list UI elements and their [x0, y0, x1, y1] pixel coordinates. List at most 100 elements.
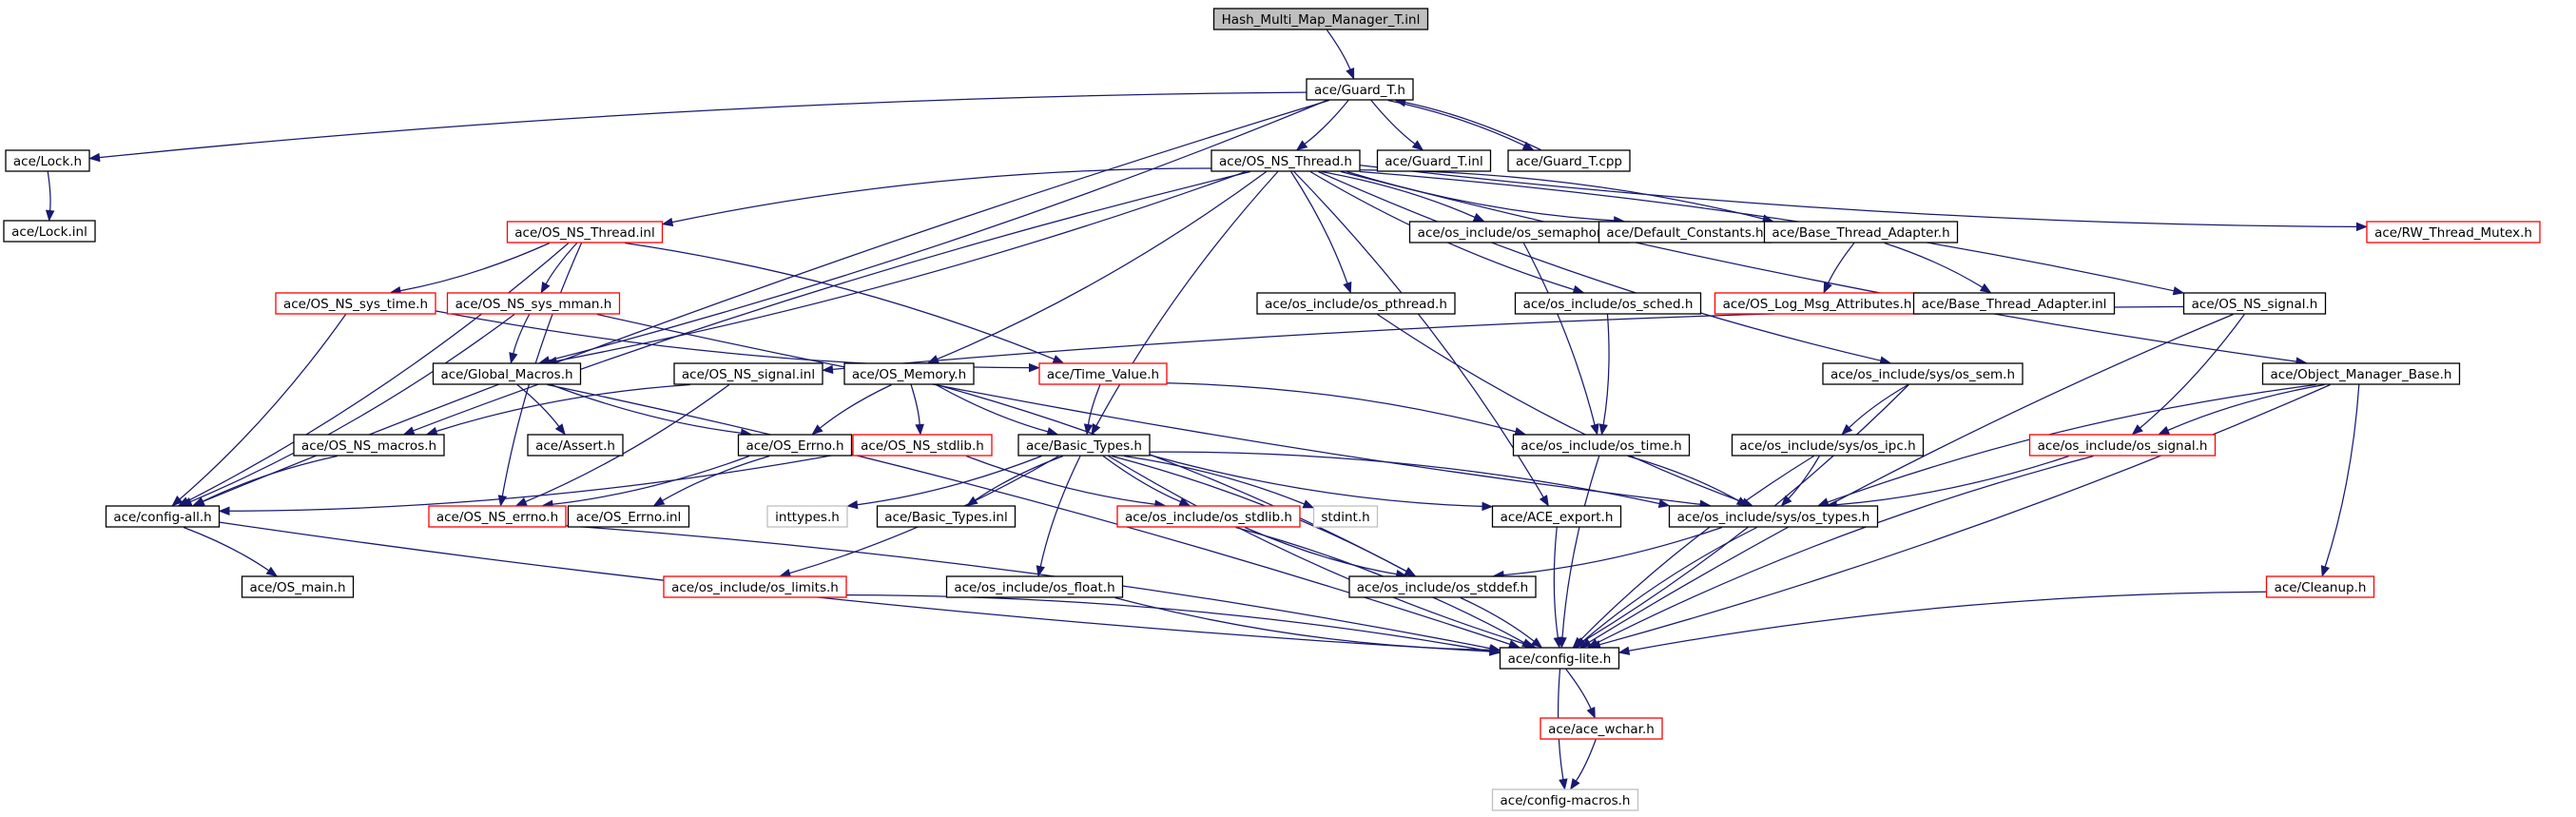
node-default-constants-h[interactable]: ace/Default_Constants.h — [1598, 221, 1772, 243]
edge-root-to-guard-t-h — [1326, 29, 1355, 80]
node-os-sem-h[interactable]: ace/os_include/sys/os_sem.h — [1822, 362, 2024, 385]
node-global-macros-h[interactable]: ace/Global_Macros.h — [432, 362, 582, 385]
node-base-thread-adapter-h[interactable]: ace/Base_Thread_Adapter.h — [1763, 221, 1959, 243]
node-os-errno-inl[interactable]: ace/OS_Errno.inl — [567, 505, 690, 528]
edge-time-value-h-to-os-time-h — [1167, 382, 1526, 437]
node-os-ns-errno-h[interactable]: ace/OS_NS_errno.h — [428, 505, 567, 528]
node-os-ns-sys-time-h[interactable]: ace/OS_NS_sys_time.h — [275, 292, 436, 315]
edge-os-ns-thread-h-to-basic-types-h — [1091, 171, 1279, 436]
node-os-float-h[interactable]: ace/os_include/os_float.h — [945, 575, 1124, 598]
node-rw-thread-mutex-h[interactable]: ace/RW_Thread_Mutex.h — [2366, 221, 2541, 243]
node-base-thread-adapter-inl[interactable]: ace/Base_Thread_Adapter.inl — [1912, 292, 2116, 315]
node-object-manager-base-h[interactable]: ace/Object_Manager_Base.h — [2261, 362, 2461, 385]
edge-line — [1321, 170, 1476, 219]
node-label: ace/OS_NS_stdlib.h — [861, 438, 984, 454]
edge-arrowhead — [1575, 637, 1587, 649]
edge-os-ns-sys-mman-h-to-os-types-h — [596, 313, 1712, 509]
node-stdint-h[interactable]: stdint.h — [1312, 505, 1379, 528]
node-time-value-h[interactable]: ace/Time_Value.h — [1038, 362, 1168, 385]
node-lock-h[interactable]: ace/Lock.h — [5, 149, 90, 172]
node-label: ace/os_include/os_stddef.h — [1357, 580, 1528, 595]
edge-arrowhead — [1617, 646, 1631, 655]
node-guard-t-h[interactable]: ace/Guard_T.h — [1306, 78, 1414, 101]
node-assert-h[interactable]: ace/Assert.h — [527, 434, 624, 457]
node-box — [241, 575, 355, 598]
node-basic-types-inl[interactable]: ace/Basic_Types.inl — [876, 505, 1017, 528]
edge-arrowhead — [1598, 423, 1608, 436]
node-label: ace/ace_wchar.h — [1548, 722, 1655, 737]
edge-os-ns-thread-inl-to-os-ns-sys-time-h — [389, 242, 551, 296]
node-os-log-msg-attributes-h[interactable]: ace/OS_Log_Msg_Attributes.h — [1714, 292, 1921, 315]
edge-line — [1884, 242, 1984, 288]
node-os-errno-h[interactable]: ace/OS_Errno.h — [737, 434, 853, 457]
node-box — [1348, 575, 1537, 598]
node-os-ns-macros-h[interactable]: ace/OS_NS_macros.h — [293, 434, 445, 457]
edge-guard-t-h-to-os-ns-thread-h — [1295, 100, 1349, 151]
node-os-pthread-h[interactable]: ace/os_include/os_pthread.h — [1256, 292, 1456, 315]
node-label: ace/Lock.inl — [11, 224, 87, 240]
edge-arrowhead — [1530, 637, 1543, 649]
node-os-stddef-h[interactable]: ace/os_include/os_stddef.h — [1348, 575, 1537, 598]
node-box — [1017, 434, 1151, 457]
edge-os-pthread-h-to-os-types-h — [1377, 313, 1753, 507]
node-config-all-h[interactable]: ace/config-all.h — [105, 505, 221, 528]
node-os-sched-h[interactable]: ace/os_include/os_sched.h — [1514, 292, 1702, 315]
edge-line — [1304, 100, 1349, 145]
edge-os-ns-sys-mman-h-to-global-macros-h — [509, 314, 531, 364]
edge-arrowhead — [927, 355, 939, 364]
node-lock-inl[interactable]: ace/Lock.inl — [3, 220, 96, 243]
edge-os-ns-thread-h-to-os-memory-h — [927, 170, 1268, 364]
node-config-lite-h[interactable]: ace/config-lite.h — [1499, 647, 1620, 670]
node-ace-export-h[interactable]: ace/ACE_export.h — [1491, 505, 1622, 528]
node-config-macros-h[interactable]: ace/config-macros.h — [1491, 788, 1639, 811]
node-os-ns-signal-h[interactable]: ace/OS_NS_signal.h — [2182, 292, 2327, 315]
node-cleanup-h[interactable]: ace/Cleanup.h — [2265, 575, 2375, 598]
edge-arrowhead — [1411, 140, 1424, 151]
node-os-semaphore-h[interactable]: ace/os_include/os_semaphore.h — [1408, 221, 1631, 243]
node-basic-types-h[interactable]: ace/Basic_Types.h — [1017, 434, 1151, 457]
edge-os-memory-h-to-os-ns-stdlib-h — [910, 384, 924, 436]
node-ace-wchar-h[interactable]: ace/ace_wchar.h — [1540, 717, 1663, 740]
edge-arrowhead — [218, 506, 230, 516]
edge-os-types-h-to-os-stddef-h — [1492, 526, 1723, 580]
node-os-memory-h[interactable]: ace/OS_Memory.h — [843, 362, 975, 385]
node-os-ns-thread-inl[interactable]: ace/OS_NS_Thread.inl — [506, 221, 664, 243]
edge-line — [937, 170, 1268, 360]
node-os-limits-h[interactable]: ace/os_include/os_limits.h — [663, 575, 847, 598]
node-label: ace/os_include/sys/os_types.h — [1677, 510, 1870, 525]
edge-arrowhead — [1036, 565, 1045, 577]
edge-os-ns-sys-time-h-to-config-all-h — [171, 314, 347, 507]
edge-arrowhead — [1083, 423, 1094, 436]
node-os-signal-h[interactable]: ace/os_include/os_signal.h — [2028, 434, 2217, 457]
node-os-ns-stdlib-h[interactable]: ace/OS_NS_stdlib.h — [852, 434, 993, 457]
edge-line — [1095, 171, 1279, 426]
node-os-ns-sys-mman-h[interactable]: ace/OS_NS_sys_mman.h — [446, 292, 621, 315]
edge-line — [1340, 170, 2297, 362]
node-guard-t-inl[interactable]: ace/Guard_T.inl — [1376, 149, 1492, 172]
edge-line — [1290, 171, 1348, 284]
node-label: ace/Guard_T.cpp — [1516, 154, 1622, 169]
edge-line — [1377, 313, 1744, 503]
edge-global-macros-h-to-config-lite-h — [547, 383, 1520, 649]
edge-line — [965, 455, 1155, 505]
node-guard-t-cpp[interactable]: ace/Guard_T.cpp — [1507, 149, 1631, 172]
edge-arrowhead — [497, 495, 508, 507]
edge-os-ns-thread-h-to-os-ns-signal-h — [1360, 170, 2185, 296]
edge-os-types-h-to-config-lite-h — [1575, 526, 1757, 649]
node-os-ipc-h[interactable]: ace/os_include/sys/os_ipc.h — [1731, 434, 1925, 457]
node-label: inttypes.h — [775, 510, 840, 525]
edge-os-ns-thread-h-to-rw-thread-mutex-h — [1360, 165, 2368, 232]
node-box — [1540, 717, 1663, 740]
node-box — [737, 434, 853, 457]
node-os-stdlib-h[interactable]: ace/os_include/os_stdlib.h — [1116, 505, 1301, 528]
node-os-time-h[interactable]: ace/os_include/os_time.h — [1512, 434, 1691, 457]
node-os-types-h[interactable]: ace/os_include/sys/os_types.h — [1668, 505, 1879, 528]
node-inttypes-h[interactable]: inttypes.h — [766, 505, 848, 528]
node-root[interactable]: Hash_Multi_Map_Manager_T.inl — [1212, 8, 1429, 30]
node-label: ace/Base_Thread_Adapter.h — [1772, 225, 1949, 241]
edge-arrowhead — [1823, 281, 1832, 294]
node-os-main-h[interactable]: ace/OS_main.h — [241, 575, 355, 598]
node-os-ns-thread-h[interactable]: ace/OS_NS_Thread.h — [1211, 149, 1361, 172]
node-os-ns-signal-inl[interactable]: ace/OS_NS_signal.inl — [673, 362, 823, 385]
edge-line — [1553, 527, 1559, 638]
